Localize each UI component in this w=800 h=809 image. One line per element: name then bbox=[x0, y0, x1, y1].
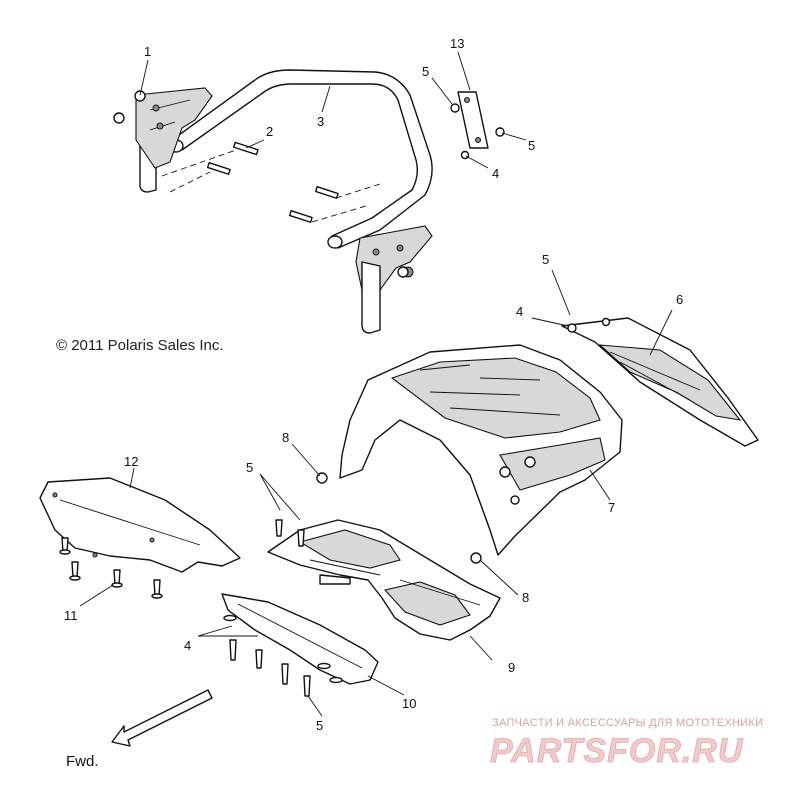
callout-2: 2 bbox=[266, 124, 273, 139]
leader-lines bbox=[79, 51, 673, 717]
callout-4a: 4 bbox=[492, 166, 499, 181]
callout-4c: 4 bbox=[184, 638, 191, 653]
callout-numbers: 1 2 3 13 5 5 4 5 4 6 8 5 12 7 8 11 4 9 1… bbox=[64, 36, 683, 733]
forward-arrow-icon bbox=[111, 689, 213, 747]
callout-5e: 5 bbox=[316, 718, 323, 733]
callout-13: 13 bbox=[450, 36, 464, 51]
callout-10: 10 bbox=[402, 696, 416, 711]
callout-5d: 5 bbox=[246, 460, 253, 475]
forward-label: Fwd. bbox=[66, 753, 99, 770]
callout-4b: 4 bbox=[516, 304, 523, 319]
callout-5b: 5 bbox=[528, 138, 535, 153]
strap-bracket-part-13 bbox=[450, 91, 505, 160]
fasteners-part-4-5 bbox=[229, 472, 482, 697]
copyright-text: © 2011 Polaris Sales Inc. bbox=[56, 337, 224, 354]
callout-6: 6 bbox=[676, 292, 683, 307]
nuts-part-1 bbox=[113, 90, 409, 278]
callout-8b: 8 bbox=[522, 590, 529, 605]
rail-part-10 bbox=[221, 593, 379, 685]
callout-7: 7 bbox=[608, 500, 615, 515]
rear-fender-part-7 bbox=[339, 344, 623, 556]
callout-12: 12 bbox=[124, 454, 138, 469]
callout-9: 9 bbox=[508, 660, 515, 675]
grab-bar-part-3 bbox=[135, 69, 433, 334]
rivets-part-11 bbox=[59, 537, 163, 599]
watermark-brand: PARTSFOR.RU bbox=[490, 732, 744, 770]
watermark-caption: ЗАПЧАСТИ И АКСЕССУАРЫ ДЛЯ МОТОТЕХНИКИ bbox=[492, 717, 763, 729]
bolts-part-2 bbox=[161, 141, 381, 223]
callout-1: 1 bbox=[144, 44, 151, 59]
callout-8a: 8 bbox=[282, 430, 289, 445]
floor-panel-part-12 bbox=[39, 477, 241, 573]
center-panel-part-9 bbox=[267, 519, 501, 641]
callout-5c: 5 bbox=[542, 252, 549, 267]
callout-5a: 5 bbox=[422, 64, 429, 79]
callout-3: 3 bbox=[317, 114, 324, 129]
side-panel-part-6 bbox=[561, 317, 759, 447]
callout-11: 11 bbox=[64, 608, 78, 623]
